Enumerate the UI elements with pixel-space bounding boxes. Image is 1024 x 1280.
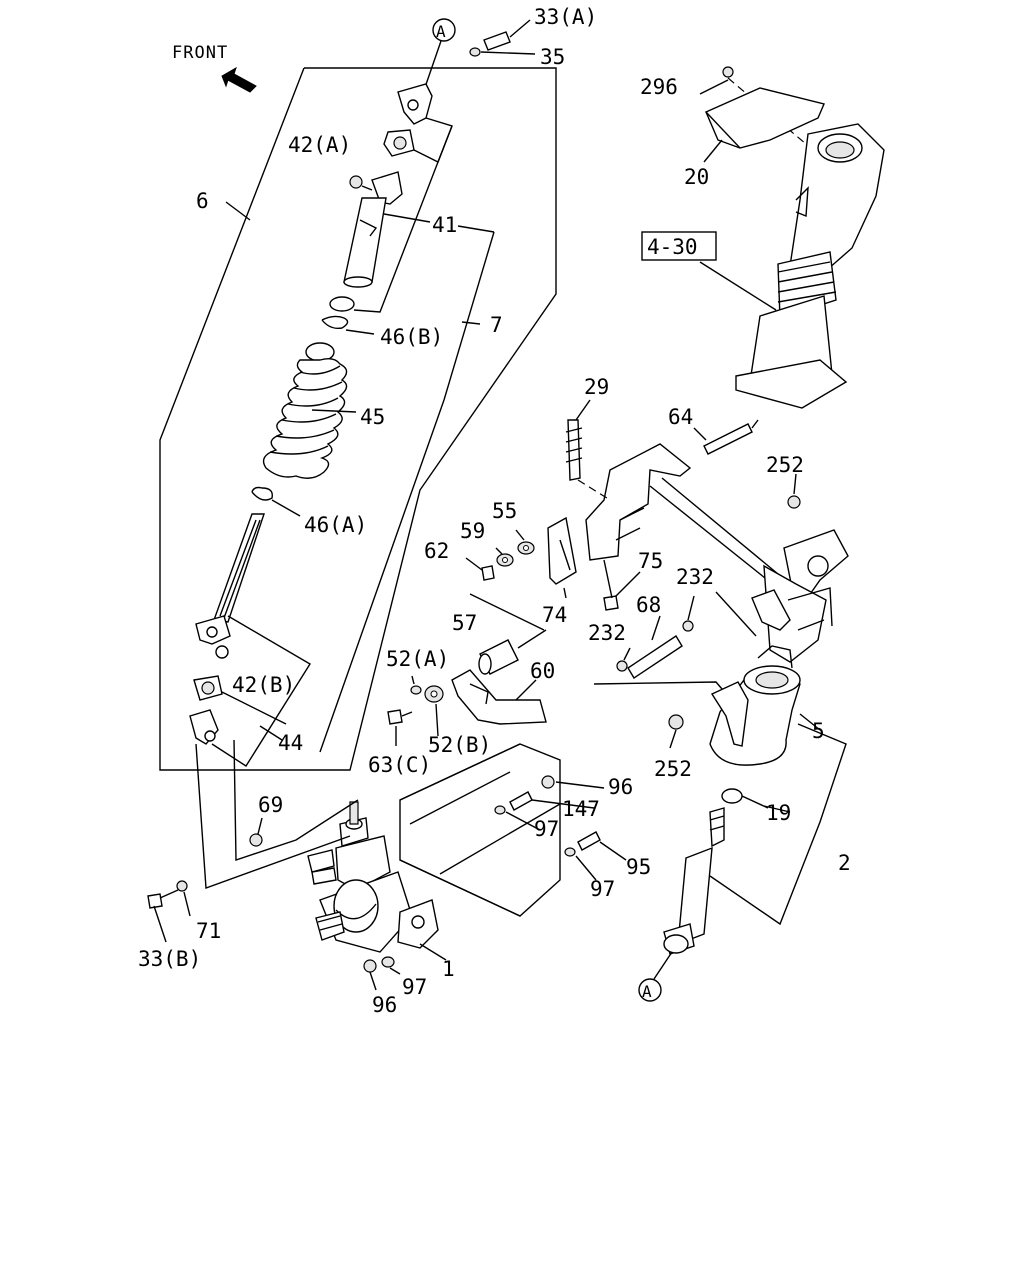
label-96-top: 96 bbox=[608, 775, 633, 799]
label-97-top: 97 bbox=[534, 817, 559, 841]
label-63c: 63(C) bbox=[368, 753, 431, 777]
label-296: 296 bbox=[640, 75, 678, 99]
label-45: 45 bbox=[360, 405, 385, 429]
label-20: 20 bbox=[684, 165, 709, 189]
clamp-46a bbox=[251, 486, 301, 517]
column-housing-5 bbox=[668, 645, 801, 766]
label-1: 1 bbox=[442, 957, 455, 981]
label-57: 57 bbox=[452, 611, 477, 635]
label-232-right: 232 bbox=[676, 565, 714, 589]
part-labels: 33(A) 35 296 20 42(A) 6 41 46(B) 7 45 29… bbox=[138, 5, 851, 1017]
label-46a: 46(A) bbox=[304, 513, 367, 537]
label-52b: 52(B) bbox=[428, 733, 491, 757]
shaft-41 bbox=[329, 125, 453, 313]
column-bracket bbox=[565, 419, 779, 583]
label-41: 41 bbox=[432, 213, 457, 237]
label-68: 68 bbox=[636, 593, 661, 617]
label-96-bottom: 96 bbox=[372, 993, 397, 1017]
ref-box-4-30 bbox=[641, 231, 717, 261]
column-boot-4-30 bbox=[735, 123, 885, 409]
label-55: 55 bbox=[492, 499, 517, 523]
label-44: 44 bbox=[278, 731, 303, 755]
label-60: 60 bbox=[530, 659, 555, 683]
label-62: 62 bbox=[424, 539, 449, 563]
label-147: 147 bbox=[562, 797, 600, 821]
clamp-46b bbox=[321, 315, 375, 335]
assembly-outline bbox=[159, 67, 557, 771]
label-97-mid: 97 bbox=[590, 877, 615, 901]
column-cover-20 bbox=[704, 66, 825, 149]
label-71: 71 bbox=[196, 919, 221, 943]
label-64: 64 bbox=[668, 405, 693, 429]
label-35: 35 bbox=[540, 45, 565, 69]
label-74: 74 bbox=[542, 603, 567, 627]
svg-text:A: A bbox=[436, 22, 446, 41]
label-75: 75 bbox=[638, 549, 663, 573]
label-6: 6 bbox=[196, 189, 209, 213]
label-97-bottom: 97 bbox=[402, 975, 427, 999]
front-arrow-icon bbox=[221, 66, 257, 93]
front-label: FRONT bbox=[172, 43, 228, 63]
fasteners-52-63 bbox=[387, 685, 444, 746]
label-252-bottom: 252 bbox=[654, 757, 692, 781]
label-46b: 46(B) bbox=[380, 325, 443, 349]
label-7: 7 bbox=[490, 313, 503, 337]
label-42a: 42(A) bbox=[288, 133, 351, 157]
pin-68 bbox=[593, 591, 757, 711]
label-42b: 42(B) bbox=[232, 673, 295, 697]
callout-lines-2-5 bbox=[709, 723, 847, 926]
label-252-top: 252 bbox=[766, 453, 804, 477]
label-5: 5 bbox=[812, 719, 825, 743]
universal-joint-top bbox=[383, 83, 453, 163]
bolt-42a bbox=[349, 175, 373, 191]
marker-a-bottom: A bbox=[638, 951, 673, 1002]
universal-joint-bottom bbox=[189, 615, 311, 767]
gearbox-callout-lines bbox=[147, 739, 601, 909]
label-95: 95 bbox=[626, 855, 651, 879]
label-52a: 52(A) bbox=[386, 647, 449, 671]
lever-60 bbox=[451, 669, 547, 725]
spline-shaft bbox=[195, 513, 265, 659]
label-33b: 33(B) bbox=[138, 947, 201, 971]
label-59: 59 bbox=[460, 519, 485, 543]
label-232-left: 232 bbox=[588, 621, 626, 645]
label-69: 69 bbox=[258, 793, 283, 817]
label-19: 19 bbox=[766, 801, 791, 825]
label-29: 29 bbox=[584, 375, 609, 399]
support-bracket bbox=[751, 495, 849, 663]
lower-shaft-2 bbox=[663, 788, 769, 955]
steering-gearbox-1 bbox=[307, 743, 561, 973]
ref-box-label: 4-30 bbox=[647, 235, 698, 259]
svg-text:A: A bbox=[642, 982, 652, 1001]
leader-lines bbox=[153, 79, 821, 991]
label-2: 2 bbox=[838, 851, 851, 875]
boot-45 bbox=[262, 342, 357, 479]
washers-and-bolts-center bbox=[469, 516, 619, 631]
label-33a: 33(A) bbox=[534, 5, 597, 29]
bolt-33a bbox=[469, 19, 536, 57]
spacer-57 bbox=[478, 639, 519, 675]
